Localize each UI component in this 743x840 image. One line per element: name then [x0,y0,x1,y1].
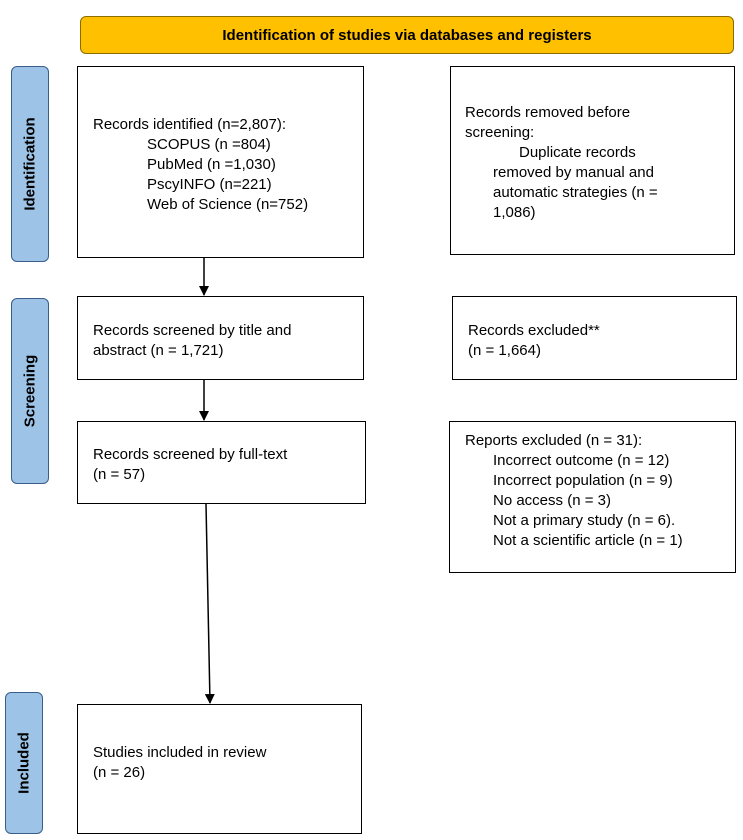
identification-section-tab: Identification [11,66,49,262]
studies-included-line-2: (n = 26) [93,764,146,781]
records-removed-line-1: Records removed before [465,104,631,121]
records-removed-line-6: 1,086) [493,204,536,221]
reports-excluded-title: Reports excluded (n = 31): [465,432,643,449]
header-title: Identification of studies via databases … [222,26,592,44]
scopus-count: SCOPUS (n =804) [147,136,271,153]
screening-section-tab: Screening [11,298,49,484]
records-removed-line-2: screening: [465,124,535,141]
screened-title-abstract-box: Records screened by title and abstract (… [77,296,364,380]
records-removed-line-5: automatic strategies (n = [493,184,658,201]
included-section-tab: Included [5,692,43,834]
identification-header: Identification of studies via databases … [80,16,734,54]
records-excluded-box: Records excluded** (n = 1,664) [452,296,737,380]
web-of-science-count: Web of Science (n=752) [147,196,309,213]
records-removed-box: Records removed before screening: Duplic… [450,66,735,255]
reports-excluded-box: Reports excluded (n = 31): Incorrect out… [449,421,736,573]
no-access-item: No access (n = 3) [493,492,611,509]
pubmed-count: PubMed (n =1,030) [147,156,276,173]
screened-fulltext-line-1: Records screened by full-text [93,446,288,463]
records-excluded-line-1: Records excluded** [468,322,600,339]
not-scientific-article-item: Not a scientific article (n = 1) [493,532,683,549]
screened-fulltext-line-2: (n = 57) [93,466,146,483]
records-excluded-line-2: (n = 1,664) [468,342,541,359]
records-removed-line-4: removed by manual and [493,164,654,181]
psycinfo-count: PscyINFO (n=221) [147,176,272,193]
incorrect-population-item: Incorrect population (n = 9) [493,472,673,489]
screened-title-line-2: abstract (n = 1,721) [93,342,224,359]
records-identified-title: Records identified (n=2,807): [93,116,287,133]
incorrect-outcome-item: Incorrect outcome (n = 12) [493,452,670,469]
arrow-fulltext-to-included [204,503,215,704]
screened-fulltext-box: Records screened by full-text (n = 57) [77,421,366,504]
not-primary-study-item: Not a primary study (n = 6). [493,512,676,529]
studies-included-line-1: Studies included in review [93,744,267,761]
records-identified-box: Records identified (n=2,807): SCOPUS (n … [77,66,364,258]
studies-included-box: Studies included in review (n = 26) [77,704,362,834]
records-removed-line-3: Duplicate records [519,144,636,161]
screened-title-line-1: Records screened by title and [93,322,292,339]
